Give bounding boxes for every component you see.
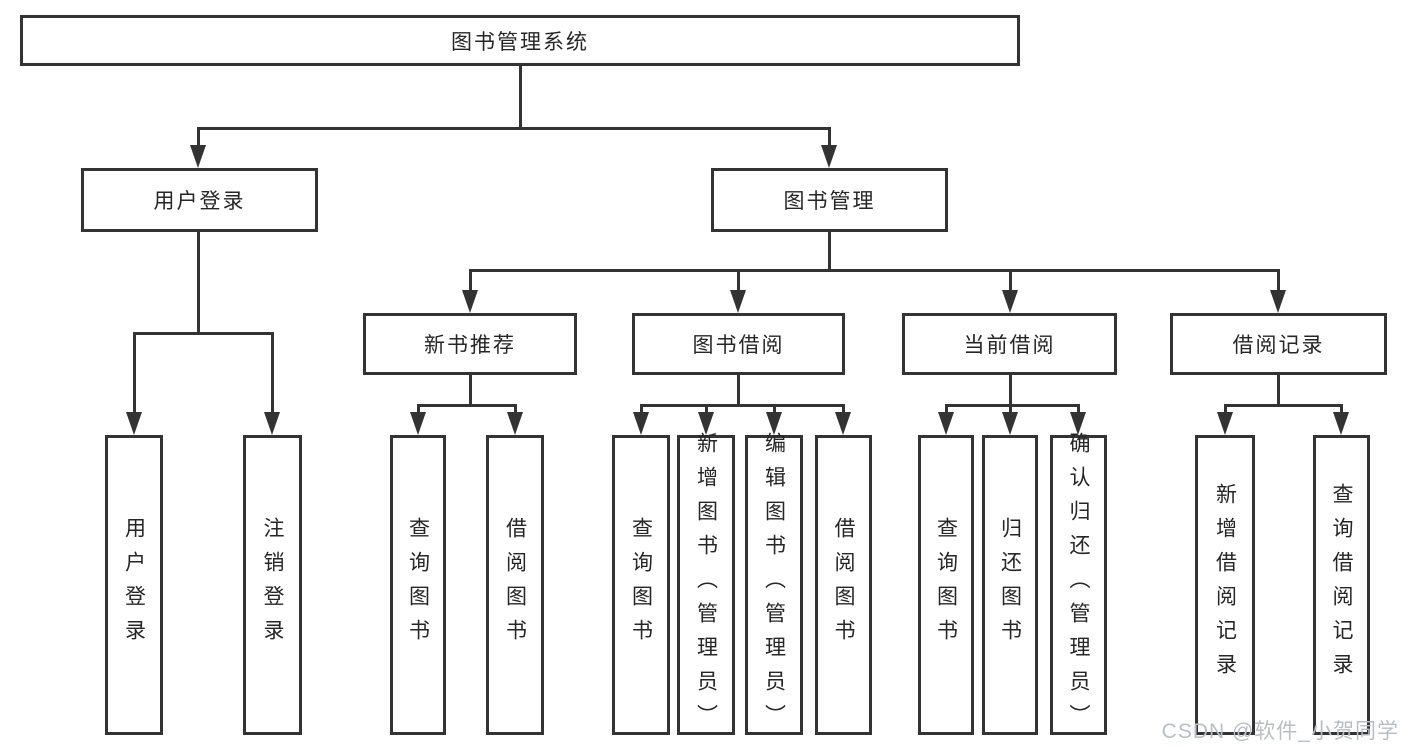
connector-drop [1009, 405, 1012, 415]
arrow-down-icon [1217, 412, 1233, 435]
node-current-borrowing: 当前借阅 [902, 313, 1117, 375]
arrow-down-icon [507, 412, 523, 435]
node-label-book-borrowing: 图书借阅 [692, 334, 785, 357]
node-label-leaf-logout: 注销登录 [261, 517, 284, 653]
connector-rail [945, 404, 1080, 407]
node-label-current-borrowing: 当前借阅 [963, 334, 1056, 357]
arrow-down-icon [938, 412, 954, 435]
connector-stem [1009, 375, 1012, 406]
node-book-borrowing: 图书借阅 [632, 313, 845, 375]
node-label-leaf-query-borrow-record: 查询借阅记录 [1330, 483, 1353, 687]
node-label-leaf-borrow-books-1: 借阅图书 [503, 517, 527, 653]
node-borrowing-records: 借阅记录 [1170, 313, 1387, 375]
arrow-down-icon [190, 145, 206, 168]
connector-drop [1077, 405, 1080, 415]
connector-drop [1009, 270, 1012, 293]
arrow-down-icon [462, 290, 478, 313]
node-leaf-query-books-3: 查询图书 [918, 435, 974, 735]
node-leaf-confirm-return-admin: 确认归还（管理员） [1050, 432, 1107, 738]
node-library-management-system: 图书管理系统 [20, 15, 1020, 66]
arrow-down-icon [1070, 412, 1086, 435]
connector-drop [640, 405, 643, 415]
connector-rail [417, 404, 517, 407]
node-leaf-borrow-books-2: 借阅图书 [815, 435, 872, 735]
node-leaf-user-login: 用户登录 [105, 435, 163, 735]
node-leaf-add-borrow-record: 新增借阅记录 [1195, 435, 1255, 735]
node-label-leaf-borrow-books-2: 借阅图书 [832, 517, 855, 653]
node-label-leaf-return-books: 归还图书 [998, 517, 1022, 653]
connector-rail [640, 404, 845, 407]
node-label-leaf-confirm-return-admin: 确认归还（管理员） [1067, 432, 1090, 738]
node-leaf-borrow-books-1: 借阅图书 [486, 435, 544, 735]
node-label-leaf-query-books-3: 查询图书 [934, 517, 958, 653]
node-new-book-recommendation: 新书推荐 [363, 313, 577, 375]
node-label-user-login-branch: 用户登录 [153, 190, 246, 213]
connector-stem [1277, 375, 1280, 406]
connector-rail [1224, 404, 1343, 407]
node-leaf-return-books: 归还图书 [982, 435, 1038, 735]
connector-rail [469, 269, 1280, 272]
connector-drop [133, 333, 136, 415]
connector-stem [469, 375, 472, 406]
connector-drop [514, 405, 517, 415]
connector-drop [705, 405, 708, 415]
node-leaf-query-books-2: 查询图书 [612, 435, 670, 735]
node-label-leaf-query-books-1: 查询图书 [406, 517, 430, 653]
connector-drop [737, 270, 740, 293]
node-label-library-management-system: 图书管理系统 [451, 30, 589, 54]
node-label-leaf-edit-books-admin: 编辑图书（管理员） [762, 432, 786, 738]
node-book-management-branch: 图书管理 [711, 168, 948, 232]
arrow-down-icon [730, 290, 746, 313]
connector-drop [945, 405, 948, 415]
node-leaf-query-books-1: 查询图书 [390, 435, 446, 735]
connector-drop [773, 405, 776, 415]
node-label-leaf-add-borrow-record: 新增借阅记录 [1213, 483, 1237, 687]
arrow-down-icon [126, 412, 142, 435]
connector-drop [469, 270, 472, 293]
connector-rail [133, 332, 274, 335]
connector-stem [519, 66, 522, 129]
node-label-book-management-branch: 图书管理 [783, 190, 876, 213]
connector-drop [271, 333, 274, 415]
connector-drop [197, 128, 200, 148]
arrow-down-icon [1002, 290, 1018, 313]
connector-stem [737, 375, 740, 406]
watermark: CSDN @软件_小贺同学 [1161, 720, 1399, 743]
node-leaf-logout: 注销登录 [243, 435, 302, 735]
node-leaf-add-books-admin: 新增图书（管理员） [677, 432, 735, 738]
arrow-down-icon [1333, 412, 1349, 435]
arrow-down-icon [821, 145, 837, 168]
node-label-leaf-query-books-2: 查询图书 [629, 517, 653, 653]
arrow-down-icon [264, 412, 280, 435]
connector-drop [828, 128, 831, 148]
connector-drop [842, 405, 845, 415]
arrow-down-icon [1270, 290, 1286, 313]
node-label-leaf-user-login: 用户登录 [122, 517, 146, 653]
arrow-down-icon [1002, 412, 1018, 435]
connector-drop [1277, 270, 1280, 293]
node-leaf-edit-books-admin: 编辑图书（管理员） [745, 432, 803, 738]
connector-stem [828, 232, 831, 271]
connector-rail [197, 127, 831, 130]
node-label-borrowing-records: 借阅记录 [1232, 334, 1325, 357]
node-user-login-branch: 用户登录 [81, 168, 318, 232]
arrow-down-icon [410, 412, 426, 435]
connector-stem [197, 232, 200, 334]
arrow-down-icon [698, 412, 714, 435]
connector-drop [1340, 405, 1343, 415]
connector-drop [417, 405, 420, 415]
node-leaf-query-borrow-record: 查询借阅记录 [1313, 435, 1370, 735]
connector-drop [1224, 405, 1227, 415]
arrow-down-icon [633, 412, 649, 435]
node-label-leaf-add-books-admin: 新增图书（管理员） [694, 432, 718, 738]
arrow-down-icon [835, 412, 851, 435]
node-label-new-book-recommendation: 新书推荐 [424, 334, 516, 357]
arrow-down-icon [766, 412, 782, 435]
